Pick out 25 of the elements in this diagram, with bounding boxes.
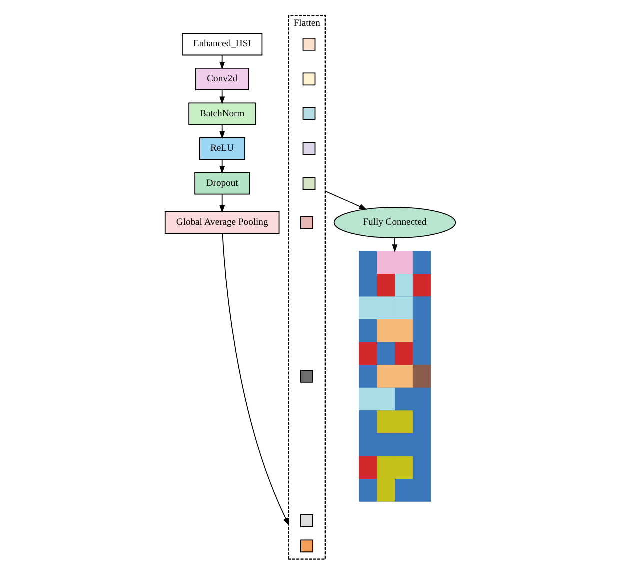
arrow <box>219 54 225 70</box>
node-box <box>300 370 313 383</box>
node-box: Enhanced_HSI <box>182 33 262 56</box>
arrow <box>219 124 225 140</box>
node-box: Conv2d <box>195 68 249 90</box>
cluster: Flatten <box>288 15 326 560</box>
arrow <box>219 194 225 214</box>
node-box: Dropout <box>194 172 250 195</box>
arrow <box>324 190 367 210</box>
node-box: Global Average Pooling <box>164 212 280 234</box>
node-ellipse: Fully Connected <box>333 207 456 238</box>
arrow <box>392 238 398 252</box>
node-box <box>302 177 316 190</box>
node-box <box>300 514 313 528</box>
node-box: BatchNorm <box>188 102 256 126</box>
node-box <box>302 38 316 51</box>
node-box <box>302 108 316 120</box>
node-box <box>300 540 313 553</box>
node-box <box>300 216 313 230</box>
arrow <box>219 159 225 174</box>
arrow <box>219 90 225 105</box>
node-box <box>302 142 316 156</box>
arrow <box>222 233 289 526</box>
node-box: ReLU <box>198 138 245 160</box>
node-box <box>302 72 316 86</box>
